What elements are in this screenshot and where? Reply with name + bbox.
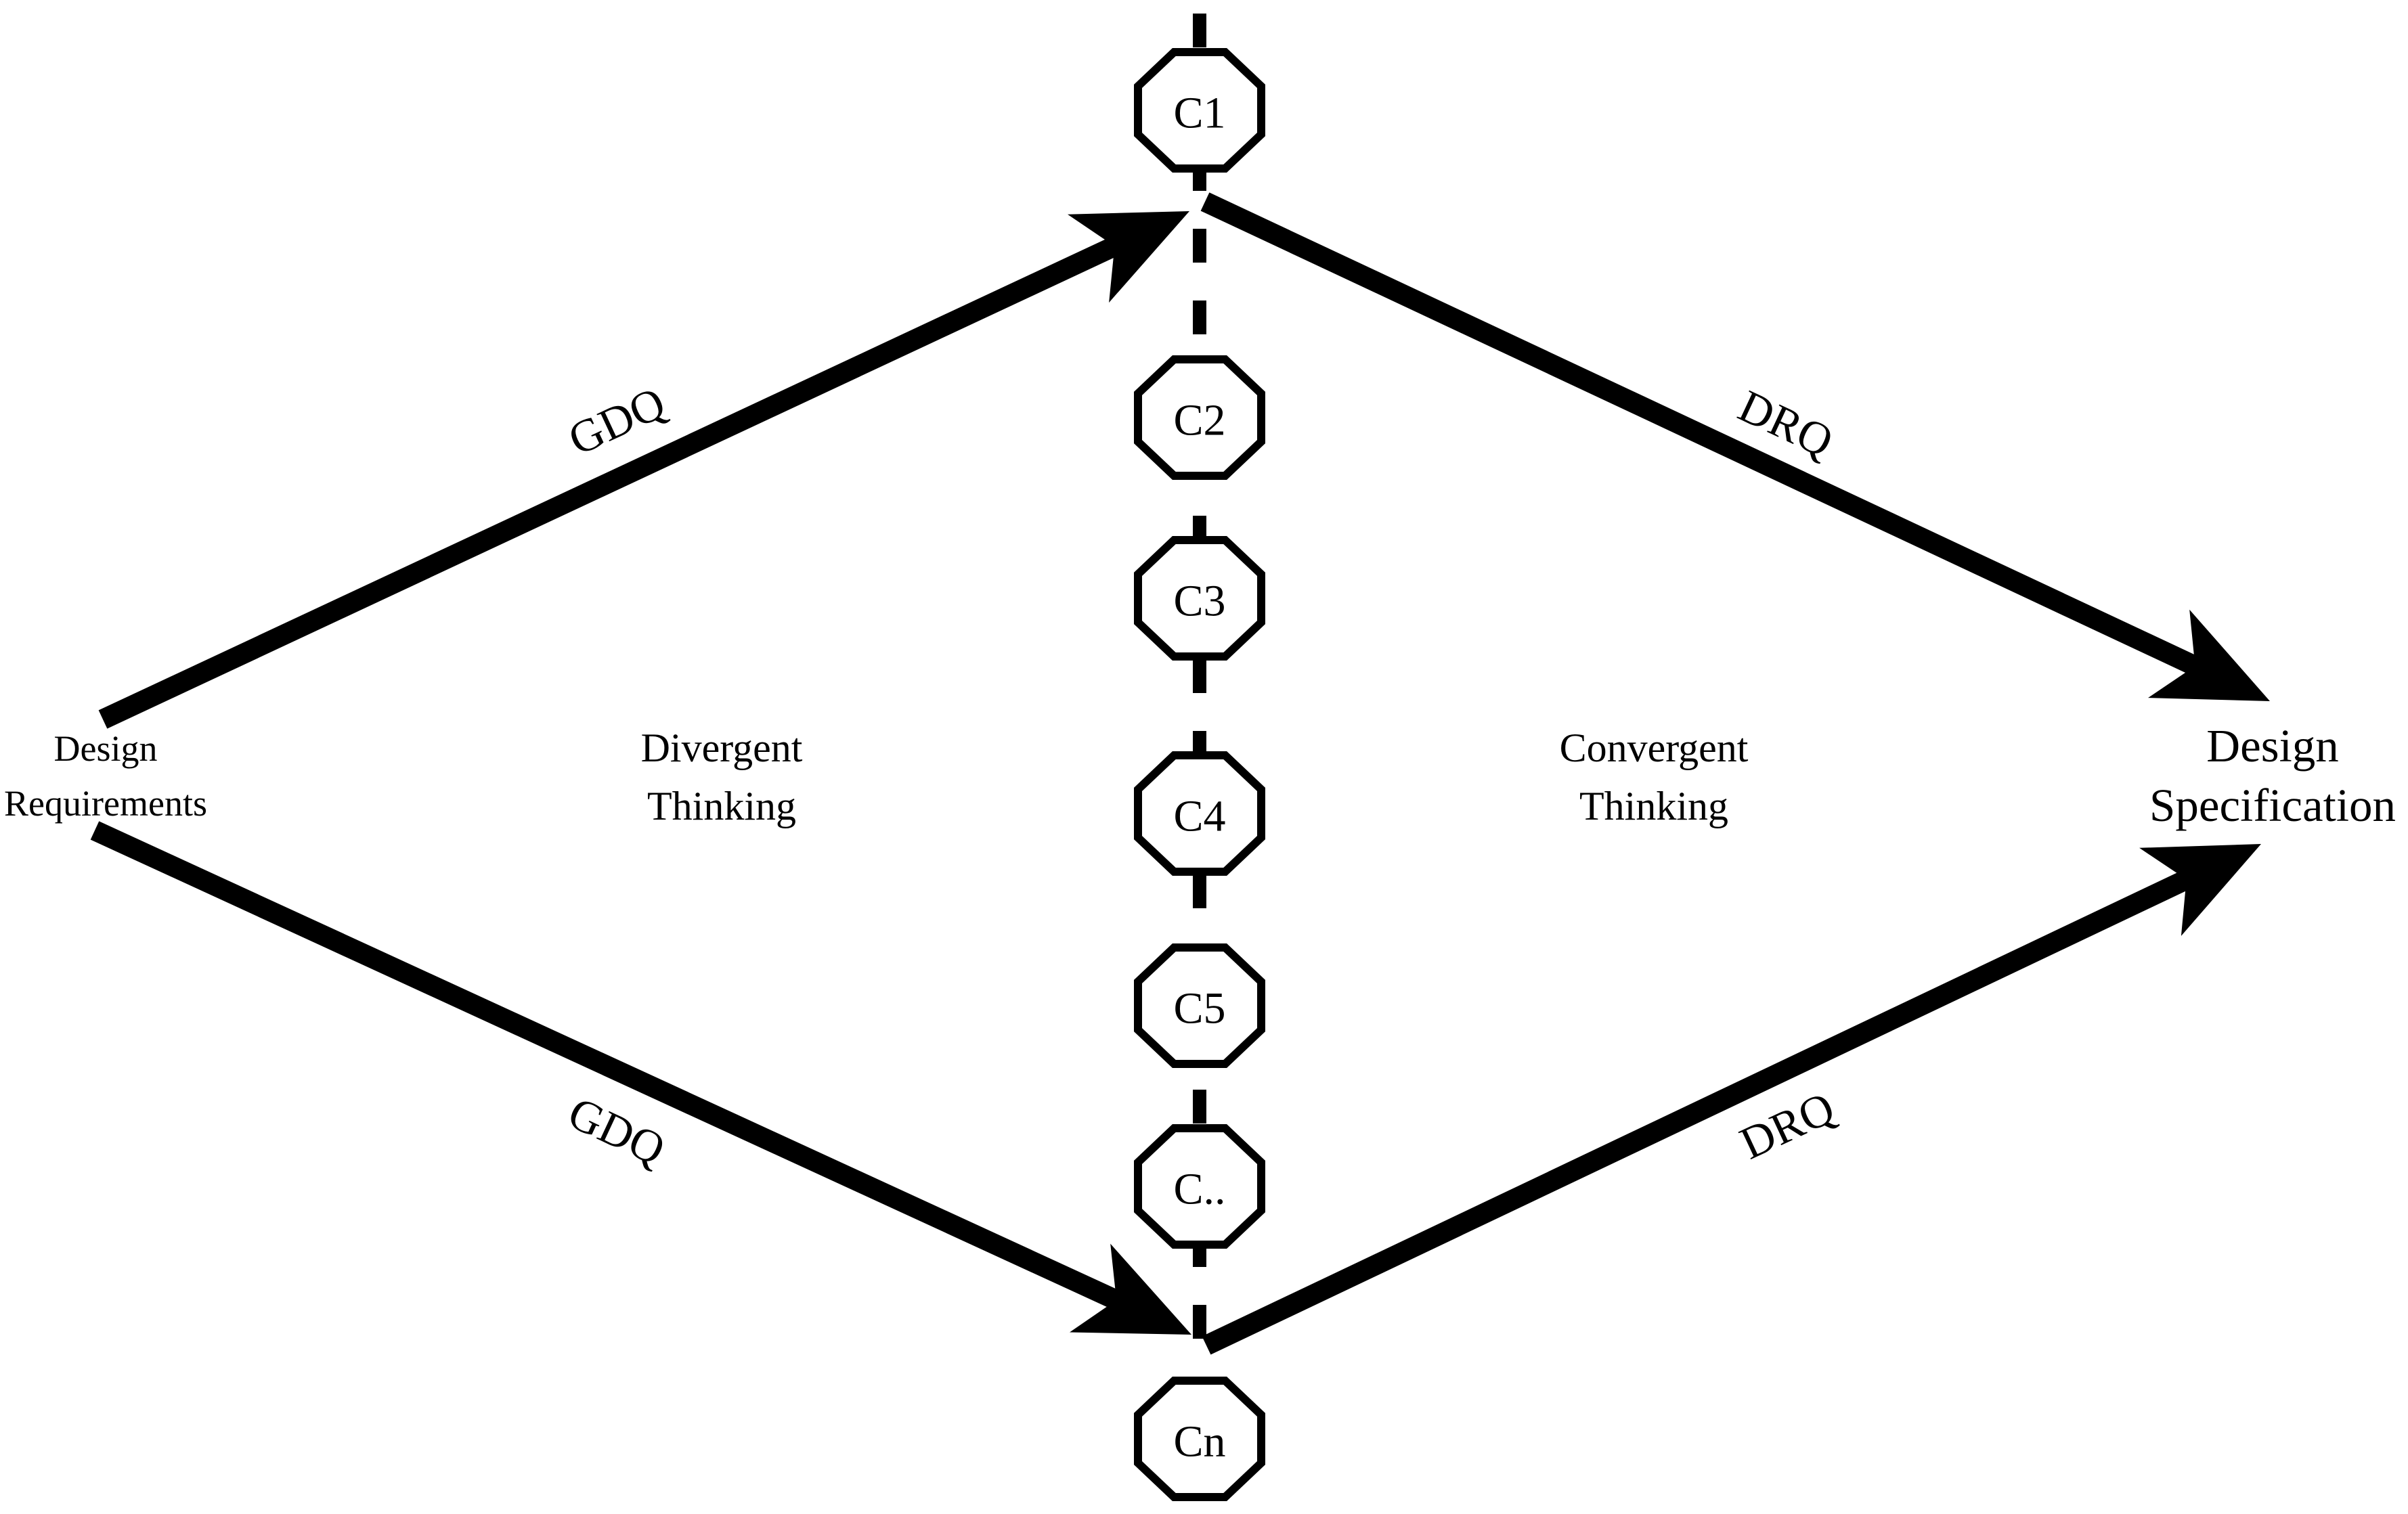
design-requirements-line2: Requirements [4, 783, 207, 824]
node-c-dots: C.. [1134, 1124, 1265, 1249]
gdq-bottom-arrow [90, 821, 1191, 1335]
drq-top-arrow [1200, 192, 2270, 701]
node-cn: Cn [1134, 1377, 1265, 1501]
node-c1: C1 [1134, 48, 1265, 173]
node-c1-label: C1 [1173, 89, 1225, 138]
node-c2: C2 [1134, 355, 1265, 480]
node-c5-label: C5 [1173, 984, 1225, 1033]
node-c3-label: C3 [1173, 577, 1225, 626]
drq-bottom-arrowhead [2139, 844, 2261, 936]
node-c2-octagon [1134, 355, 1265, 480]
drq-top-shaft [1200, 192, 2214, 682]
design-requirements-label: Design Requirements [4, 721, 207, 831]
node-cn-label: Cn [1173, 1417, 1225, 1467]
drq-bottom-shaft [1202, 863, 2206, 1355]
drq-bottom-arrow [1202, 844, 2261, 1355]
node-c-dots-label: C.. [1173, 1165, 1225, 1214]
node-c2-label: C2 [1173, 396, 1225, 445]
gdq-top-arrowhead [1068, 211, 1189, 303]
convergent-thinking-line1: Convergent [1559, 726, 1749, 770]
divergent-thinking-line1: Divergent [640, 726, 803, 770]
node-c4-label: C4 [1173, 792, 1225, 841]
node-cn-octagon [1134, 1377, 1265, 1501]
design-specification-line1: Design [2206, 720, 2339, 772]
node-c4: C4 [1134, 751, 1265, 876]
divergent-thinking-line2: Thinking [647, 784, 796, 829]
node-c3: C3 [1134, 536, 1265, 661]
convergent-thinking-label: Convergent Thinking [1560, 719, 1749, 836]
node-c-dots-octagon [1134, 1124, 1265, 1249]
design-specification-label: Design Specification [2149, 716, 2396, 836]
node-c5: C5 [1134, 943, 1265, 1068]
design-specification-line2: Specification [2149, 780, 2396, 832]
node-c4-octagon [1134, 751, 1265, 876]
gdq-top-shaft [98, 230, 1133, 729]
gdq-top-arrow [98, 211, 1189, 729]
design-requirements-line1: Design [53, 728, 158, 769]
convergent-thinking-line2: Thinking [1579, 784, 1728, 829]
drq-top-arrowhead [2148, 609, 2270, 701]
node-c1-octagon [1134, 48, 1265, 173]
gdq-bottom-shaft [90, 821, 1135, 1316]
gdq-bottom-arrowhead [1070, 1243, 1191, 1335]
divergent-thinking-label: Divergent Thinking [641, 719, 803, 836]
node-c5-octagon [1134, 943, 1265, 1068]
node-c3-octagon [1134, 536, 1265, 661]
